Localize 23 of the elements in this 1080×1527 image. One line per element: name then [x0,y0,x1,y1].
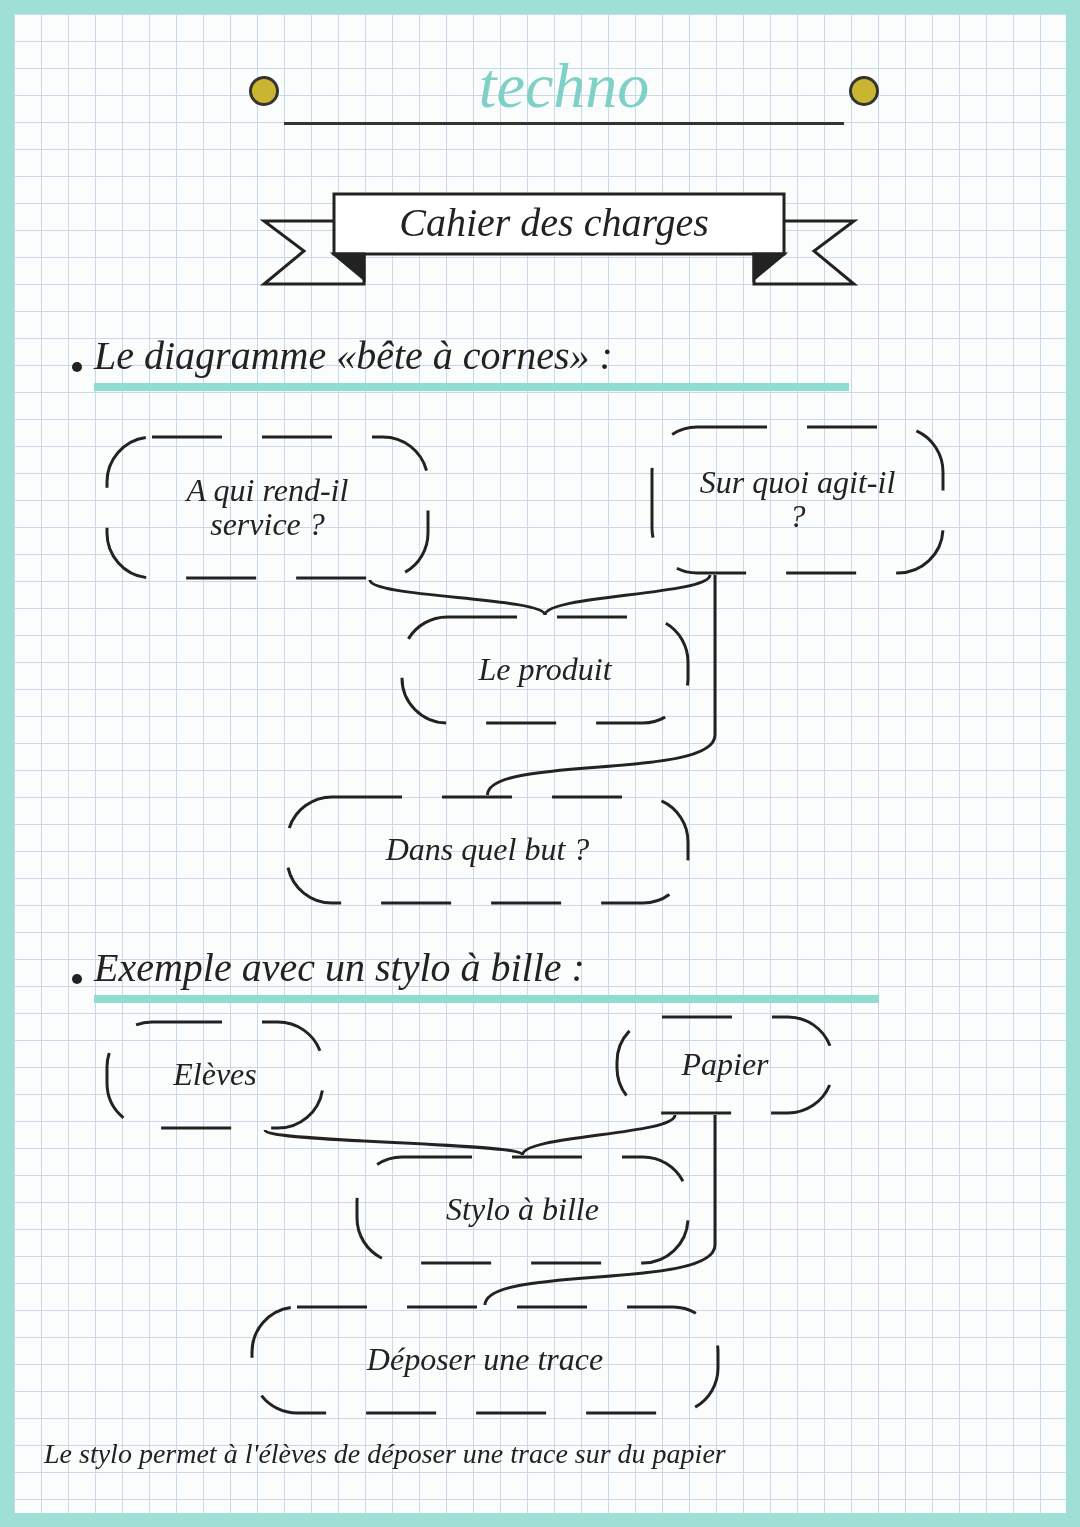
box-label: Sur quoi agit-il ? [698,466,897,534]
rounded-box [105,435,430,580]
section-heading: Exemple avec un stylo à bille : [94,944,879,1003]
rounded-box [355,1155,690,1265]
box-label: Papier [681,1048,769,1082]
box-label: Déposer une trace [366,1343,604,1377]
connector-line [483,1115,717,1306]
section-heading: Le diagramme «bête à cornes» : [94,332,849,391]
box-label: Stylo à bille [446,1193,599,1227]
title: techno [284,54,844,125]
box-label: Le produit [478,653,612,687]
connector-line [543,574,712,616]
connector-line [264,1128,524,1157]
box-label: Elèves [173,1058,257,1092]
rounded-box [650,425,945,575]
rounded-box [400,615,690,725]
rounded-box [105,1020,325,1130]
banner-text: Cahier des charges [398,198,710,247]
rounded-box [285,795,690,905]
note-text: Le stylo permet à l'élèves de déposer une trace sur du papier [44,1439,727,1470]
box-label: Dans quel but ? [385,833,590,867]
box-label: A qui rend-il service ? [184,473,350,542]
rounded-box [250,1305,720,1415]
